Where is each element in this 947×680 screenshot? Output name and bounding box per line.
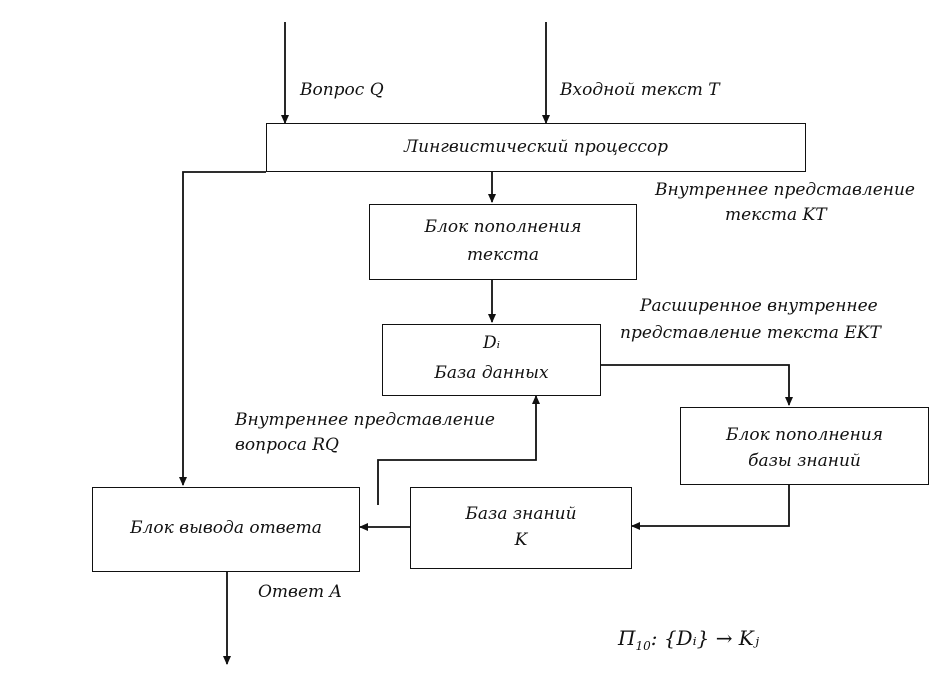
answer-output-label: Блок вывода ответа xyxy=(130,518,322,538)
internal-question-label-line1: Внутреннее представление xyxy=(235,410,495,430)
database-symbol: Dᵢ xyxy=(482,333,501,353)
internal-text-label-line1: Внутреннее представление xyxy=(655,180,915,200)
database-to-kb-replenish-arrow xyxy=(601,364,793,406)
formula-pi: П xyxy=(618,626,636,650)
kb-replenish-label-line2: базы знаний xyxy=(748,451,861,471)
answer-label: Ответ A xyxy=(258,582,342,602)
processor-to-answer-arrow xyxy=(179,171,266,486)
database-label: База данных xyxy=(434,363,549,383)
internal-text-label-line2: текста KT xyxy=(725,205,827,225)
text-replenish-label-line2: текста xyxy=(466,245,540,265)
text-replenish-box: Блок пополнения текста xyxy=(369,204,637,280)
answer-output-box: Блок вывода ответа xyxy=(92,487,360,572)
kb-replenish-label-line1: Блок пополнения xyxy=(726,425,883,445)
linguistic-processor-box: Лингвистический процессор xyxy=(266,123,806,172)
input-text-label: Входной текст T xyxy=(560,80,720,100)
linguistic-processor-label: Лингвистический процессор xyxy=(403,137,669,157)
mapping-formula: П10: {Dᵢ} → Kⱼ xyxy=(618,626,759,653)
formula-subscript: 10 xyxy=(635,639,651,653)
formula-body: : {Dᵢ} → Kⱼ xyxy=(650,626,760,650)
kb-replenish-to-knowledge-base-arrow xyxy=(631,485,790,530)
text-replenish-label-line1: Блок пополнения xyxy=(424,217,582,237)
answer-to-database-arrow xyxy=(377,395,540,505)
kb-replenish-box: Блок пополнения базы знаний xyxy=(680,407,929,485)
knowledge-base-label-line1: База знаний xyxy=(465,504,577,524)
extended-representation-line1: Расширенное внутреннее xyxy=(640,296,878,316)
internal-question-label-line2: вопроса RQ xyxy=(235,435,339,455)
database-box: Dᵢ База данных xyxy=(382,324,601,396)
knowledge-base-box: База знаний K xyxy=(410,487,632,569)
question-input-label: Вопрос Q xyxy=(300,80,384,100)
knowledge-base-label-line2: K xyxy=(514,530,528,550)
extended-representation-line2: представление текста EKT xyxy=(620,323,881,343)
